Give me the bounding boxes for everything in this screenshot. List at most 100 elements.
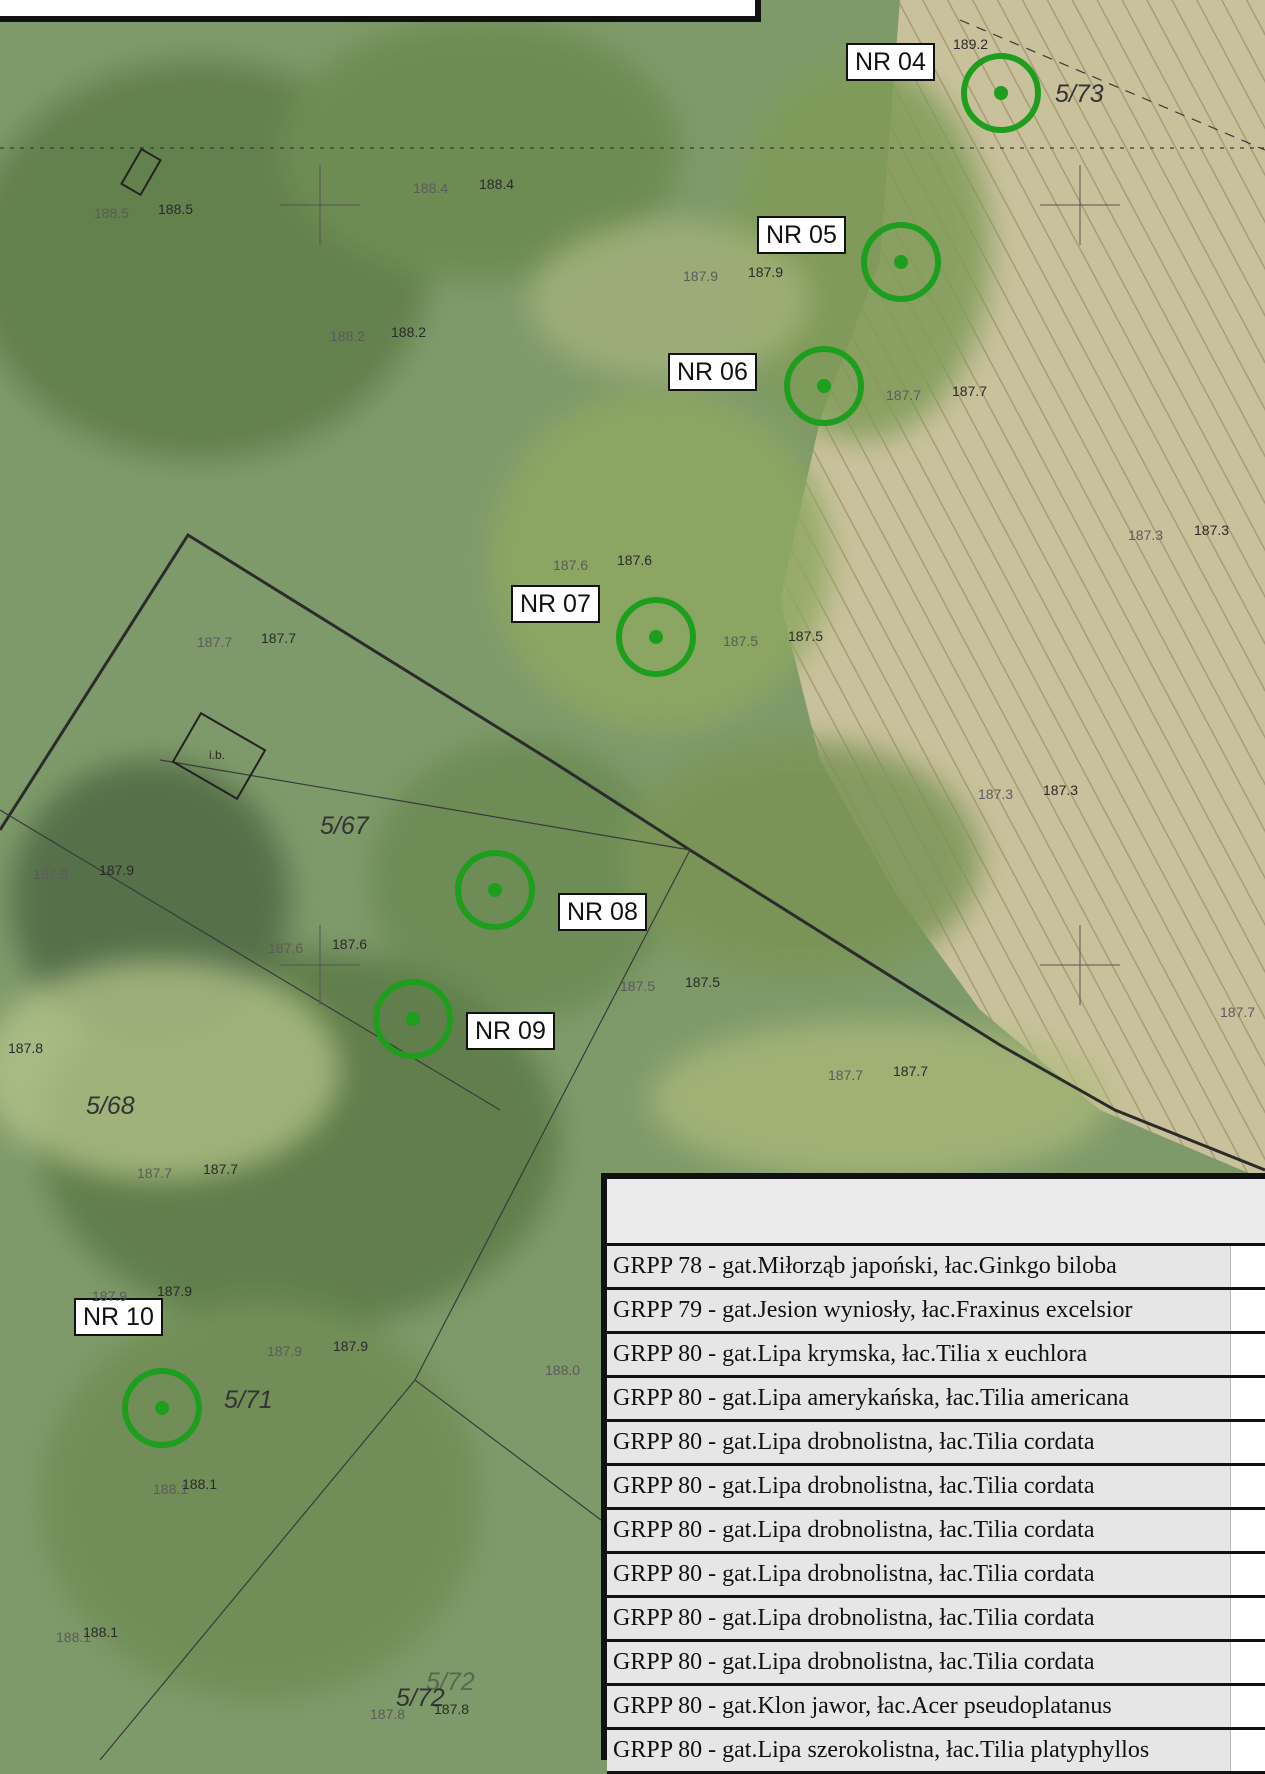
parcel-label: 5/71 bbox=[224, 1386, 273, 1414]
elevation-label: 187.9 bbox=[33, 866, 69, 882]
tree-dot bbox=[817, 379, 831, 393]
elevation-label: 187.7 bbox=[137, 1165, 173, 1181]
tree-label-nr-08: NR 08 bbox=[558, 893, 647, 931]
legend-row-text: GRPP 80 - gat.Lipa szerokolistna, łac.Ti… bbox=[607, 1730, 1230, 1771]
elevation-label: 187.9 bbox=[683, 268, 719, 284]
tree-dot bbox=[994, 86, 1008, 100]
legend-cell bbox=[1230, 1422, 1265, 1463]
elevation-label: 188.5 bbox=[158, 201, 194, 217]
elevation-label: 188.4 bbox=[413, 180, 449, 196]
legend-row: GRPP 80 - gat.Lipa drobnolistna, łac.Til… bbox=[607, 1554, 1265, 1598]
elevation-label: 187.8 bbox=[8, 1040, 44, 1056]
tree-dot bbox=[488, 883, 502, 897]
legend-row-text: GRPP 80 - gat.Lipa krymska, łac.Tilia x … bbox=[607, 1334, 1230, 1375]
elevation-label: 187.9 bbox=[92, 1288, 128, 1304]
legend-row-text: GRPP 80 - gat.Lipa drobnolistna, łac.Til… bbox=[607, 1554, 1230, 1595]
legend-cell bbox=[1230, 1246, 1265, 1287]
elevation-label: 187.7 bbox=[197, 634, 233, 650]
elevation-label: 187.6 bbox=[268, 940, 304, 956]
legend-row-text: GRPP 80 - gat.Lipa drobnolistna, łac.Til… bbox=[607, 1466, 1230, 1507]
elevation-label: 187.3 bbox=[1128, 527, 1164, 543]
legend-header bbox=[607, 1179, 1265, 1246]
elevation-label: 187.3 bbox=[1043, 782, 1079, 798]
elevation-label: 188.4 bbox=[479, 176, 515, 192]
legend-row-text: GRPP 80 - gat.Lipa drobnolistna, łac.Til… bbox=[607, 1422, 1230, 1463]
elevation-label: 187.9 bbox=[267, 1343, 303, 1359]
parcel-label: 5/72 bbox=[426, 1668, 475, 1696]
legend-row: GRPP 80 - gat.Lipa krymska, łac.Tilia x … bbox=[607, 1334, 1265, 1378]
elevation-label: 187.7 bbox=[1220, 1004, 1256, 1020]
tree-marker-nr-04[interactable] bbox=[961, 53, 1041, 133]
legend-row: GRPP 80 - gat.Lipa amerykańska, łac.Tili… bbox=[607, 1378, 1265, 1422]
elevation-label: 187.9 bbox=[99, 862, 135, 878]
tree-marker-nr-08[interactable] bbox=[455, 850, 535, 930]
tree-label-nr-07: NR 07 bbox=[511, 585, 600, 623]
legend-row-text: GRPP 80 - gat.Lipa drobnolistna, łac.Til… bbox=[607, 1510, 1230, 1551]
legend-row-text: GRPP 80 - gat.Lipa amerykańska, łac.Tili… bbox=[607, 1378, 1230, 1419]
elevation-label: 188.1 bbox=[153, 1481, 189, 1497]
legend-row-text: GRPP 80 - gat.Lipa drobnolistna, łac.Til… bbox=[607, 1598, 1230, 1639]
legend-row: GRPP 80 - gat.Lipa drobnolistna, łac.Til… bbox=[607, 1598, 1265, 1642]
elevation-label: 187.6 bbox=[332, 936, 368, 952]
elevation-label: 187.5 bbox=[788, 628, 824, 644]
tree-label-nr-05: NR 05 bbox=[757, 216, 846, 254]
legend-cell bbox=[1230, 1730, 1265, 1771]
elevation-label: 188.0 bbox=[545, 1362, 581, 1378]
legend-cell bbox=[1230, 1554, 1265, 1595]
parcel-label: 5/73 bbox=[1055, 80, 1104, 108]
grid-crosses bbox=[280, 165, 1120, 1005]
elevation-label: 187.6 bbox=[553, 557, 589, 573]
elevation-label: 187.3 bbox=[978, 786, 1014, 802]
elevation-label: 187.7 bbox=[952, 383, 988, 399]
elevation-label: 188.1 bbox=[83, 1624, 119, 1640]
tree-dot bbox=[406, 1012, 420, 1026]
parcel-label: 5/72 bbox=[396, 1684, 445, 1712]
legend-cell bbox=[1230, 1334, 1265, 1375]
legend-row: GRPP 80 - gat.Lipa drobnolistna, łac.Til… bbox=[607, 1422, 1265, 1466]
elevation-label: 187.5 bbox=[620, 978, 656, 994]
tree-marker-nr-10[interactable] bbox=[122, 1368, 202, 1448]
elevation-label: 188.2 bbox=[330, 328, 366, 344]
elevation-label: 188.1 bbox=[56, 1629, 92, 1645]
legend-row-text: GRPP 80 - gat.Lipa drobnolistna, łac.Til… bbox=[607, 1642, 1230, 1683]
tree-label-nr-09: NR 09 bbox=[466, 1012, 555, 1050]
tree-marker-nr-07[interactable] bbox=[616, 597, 696, 677]
legend-row-text: GRPP 80 - gat.Klon jawor, łac.Acer pseud… bbox=[607, 1686, 1230, 1727]
tree-marker-nr-06[interactable] bbox=[784, 346, 864, 426]
species-legend-table: GRPP 78 - gat.Miłorząb japoński, łac.Gin… bbox=[601, 1173, 1265, 1774]
elevation-label: 187.5 bbox=[685, 974, 721, 990]
elevation-label: 187.5 bbox=[723, 633, 759, 649]
legend-cell bbox=[1230, 1686, 1265, 1727]
small-structure-outline bbox=[120, 147, 162, 197]
building-label: i.b. bbox=[209, 748, 226, 762]
elevation-label: 187.9 bbox=[748, 264, 784, 280]
tree-label-nr-04: NR 04 bbox=[846, 43, 935, 81]
tree-dot bbox=[155, 1401, 169, 1415]
legend-cell bbox=[1230, 1466, 1265, 1507]
building-outline bbox=[171, 711, 267, 801]
legend-row: GRPP 80 - gat.Lipa drobnolistna, łac.Til… bbox=[607, 1510, 1265, 1554]
parcel-lines bbox=[0, 19, 1265, 1760]
legend-row: GRPP 80 - gat.Klon jawor, łac.Acer pseud… bbox=[607, 1686, 1265, 1730]
legend-cell bbox=[1230, 1378, 1265, 1419]
tree-dot bbox=[649, 630, 663, 644]
legend-cell bbox=[1230, 1510, 1265, 1551]
legend-row-text: GRPP 79 - gat.Jesion wyniosły, łac.Fraxi… bbox=[607, 1290, 1230, 1331]
legend-row: GRPP 78 - gat.Miłorząb japoński, łac.Gin… bbox=[607, 1246, 1265, 1290]
tree-marker-nr-09[interactable] bbox=[373, 979, 453, 1059]
elevation-label: 187.7 bbox=[828, 1067, 864, 1083]
elevation-label: 188.1 bbox=[182, 1476, 218, 1492]
elevation-label: 188.5 bbox=[94, 205, 130, 221]
elevation-label: 187.7 bbox=[203, 1161, 239, 1177]
legend-row-text: GRPP 78 - gat.Miłorząb japoński, łac.Gin… bbox=[607, 1246, 1230, 1287]
elevation-label: 189.2 bbox=[953, 36, 989, 52]
legend-row: GRPP 80 - gat.Lipa szerokolistna, łac.Ti… bbox=[607, 1730, 1265, 1774]
tree-marker-nr-05[interactable] bbox=[861, 222, 941, 302]
elevation-label: 187.8 bbox=[370, 1706, 406, 1722]
legend-cell bbox=[1230, 1598, 1265, 1639]
title-box bbox=[0, 0, 761, 22]
legend-row: GRPP 79 - gat.Jesion wyniosły, łac.Fraxi… bbox=[607, 1290, 1265, 1334]
parcel-label: 5/68 bbox=[86, 1092, 135, 1120]
elevation-label: 187.6 bbox=[617, 552, 653, 568]
legend-row: GRPP 80 - gat.Lipa drobnolistna, łac.Til… bbox=[607, 1466, 1265, 1510]
